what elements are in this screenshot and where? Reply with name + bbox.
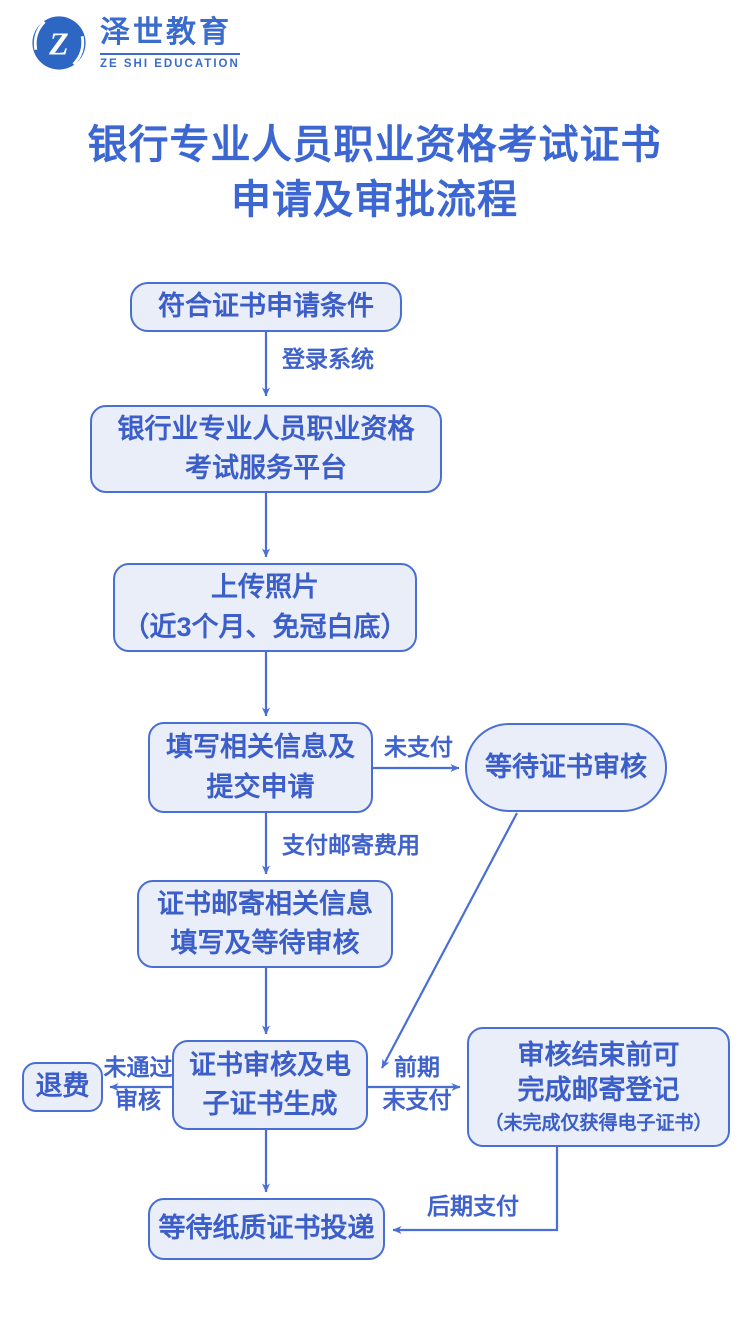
brand-logo: Z 泽世教育 ZE SHI EDUCATION [30, 14, 240, 72]
node-fill-info: 填写相关信息及 提交申请 [148, 722, 373, 813]
edge-label-late-pay: 后期支付 [427, 1193, 519, 1219]
node-eligibility: 符合证书申请条件 [130, 282, 402, 332]
node-wait-review: 等待证书审核 [465, 723, 667, 812]
node-mail-register-label: 审核结束前可 完成邮寄登记 [517, 1039, 680, 1106]
edge-label-unpaid: 未支付 [384, 734, 453, 760]
node-cert-review-label: 证书审核及电 子证书生成 [189, 1049, 351, 1119]
page-title: 银行专业人员职业资格考试证书 申请及审批流程 [87, 123, 662, 223]
node-upload-photo-label: 上传照片 （近3个月、免冠白底） [122, 572, 408, 642]
node-fill-info-label: 填写相关信息及 提交申请 [166, 732, 355, 802]
node-mail-register-note: （未完成仅获得电子证书） [484, 1113, 713, 1135]
node-wait-delivery-label: 等待纸质证书投递 [158, 1213, 375, 1244]
edge-label-not-pass: 未通过 审核 [103, 1054, 173, 1113]
node-platform: 银行业专业人员职业资格 考试服务平台 [90, 405, 442, 493]
node-mail-info-label: 证书邮寄相关信息 填写及等待审核 [157, 888, 373, 958]
node-cert-review: 证书审核及电 子证书生成 [172, 1040, 368, 1130]
edge-label-login: 登录系统 [282, 346, 374, 372]
node-platform-label: 银行业专业人员职业资格 考试服务平台 [117, 413, 415, 483]
node-mail-register: 审核结束前可 完成邮寄登记 （未完成仅获得电子证书） [467, 1027, 730, 1147]
brand-name: 泽世教育 [100, 16, 232, 50]
node-upload-photo: 上传照片 （近3个月、免冠白底） [113, 563, 417, 652]
brand-text: 泽世教育 ZE SHI EDUCATION [100, 16, 240, 70]
node-refund: 退费 [22, 1062, 103, 1112]
zeshi-monogram-icon: Z [32, 16, 86, 70]
node-refund-label: 退费 [35, 1071, 90, 1102]
svg-text:Z: Z [48, 27, 68, 62]
edge-label-early-unpaid: 前期 未支付 [382, 1054, 452, 1113]
node-mail-info: 证书邮寄相关信息 填写及等待审核 [137, 880, 393, 968]
node-eligibility-label: 符合证书申请条件 [158, 291, 374, 322]
brand-name-en: ZE SHI EDUCATION [100, 57, 240, 70]
edge-label-pay-mail-fee: 支付邮寄费用 [282, 832, 420, 858]
node-wait-review-label: 等待证书审核 [485, 751, 647, 782]
node-wait-delivery: 等待纸质证书投递 [148, 1198, 385, 1260]
brand-divider [100, 52, 240, 55]
